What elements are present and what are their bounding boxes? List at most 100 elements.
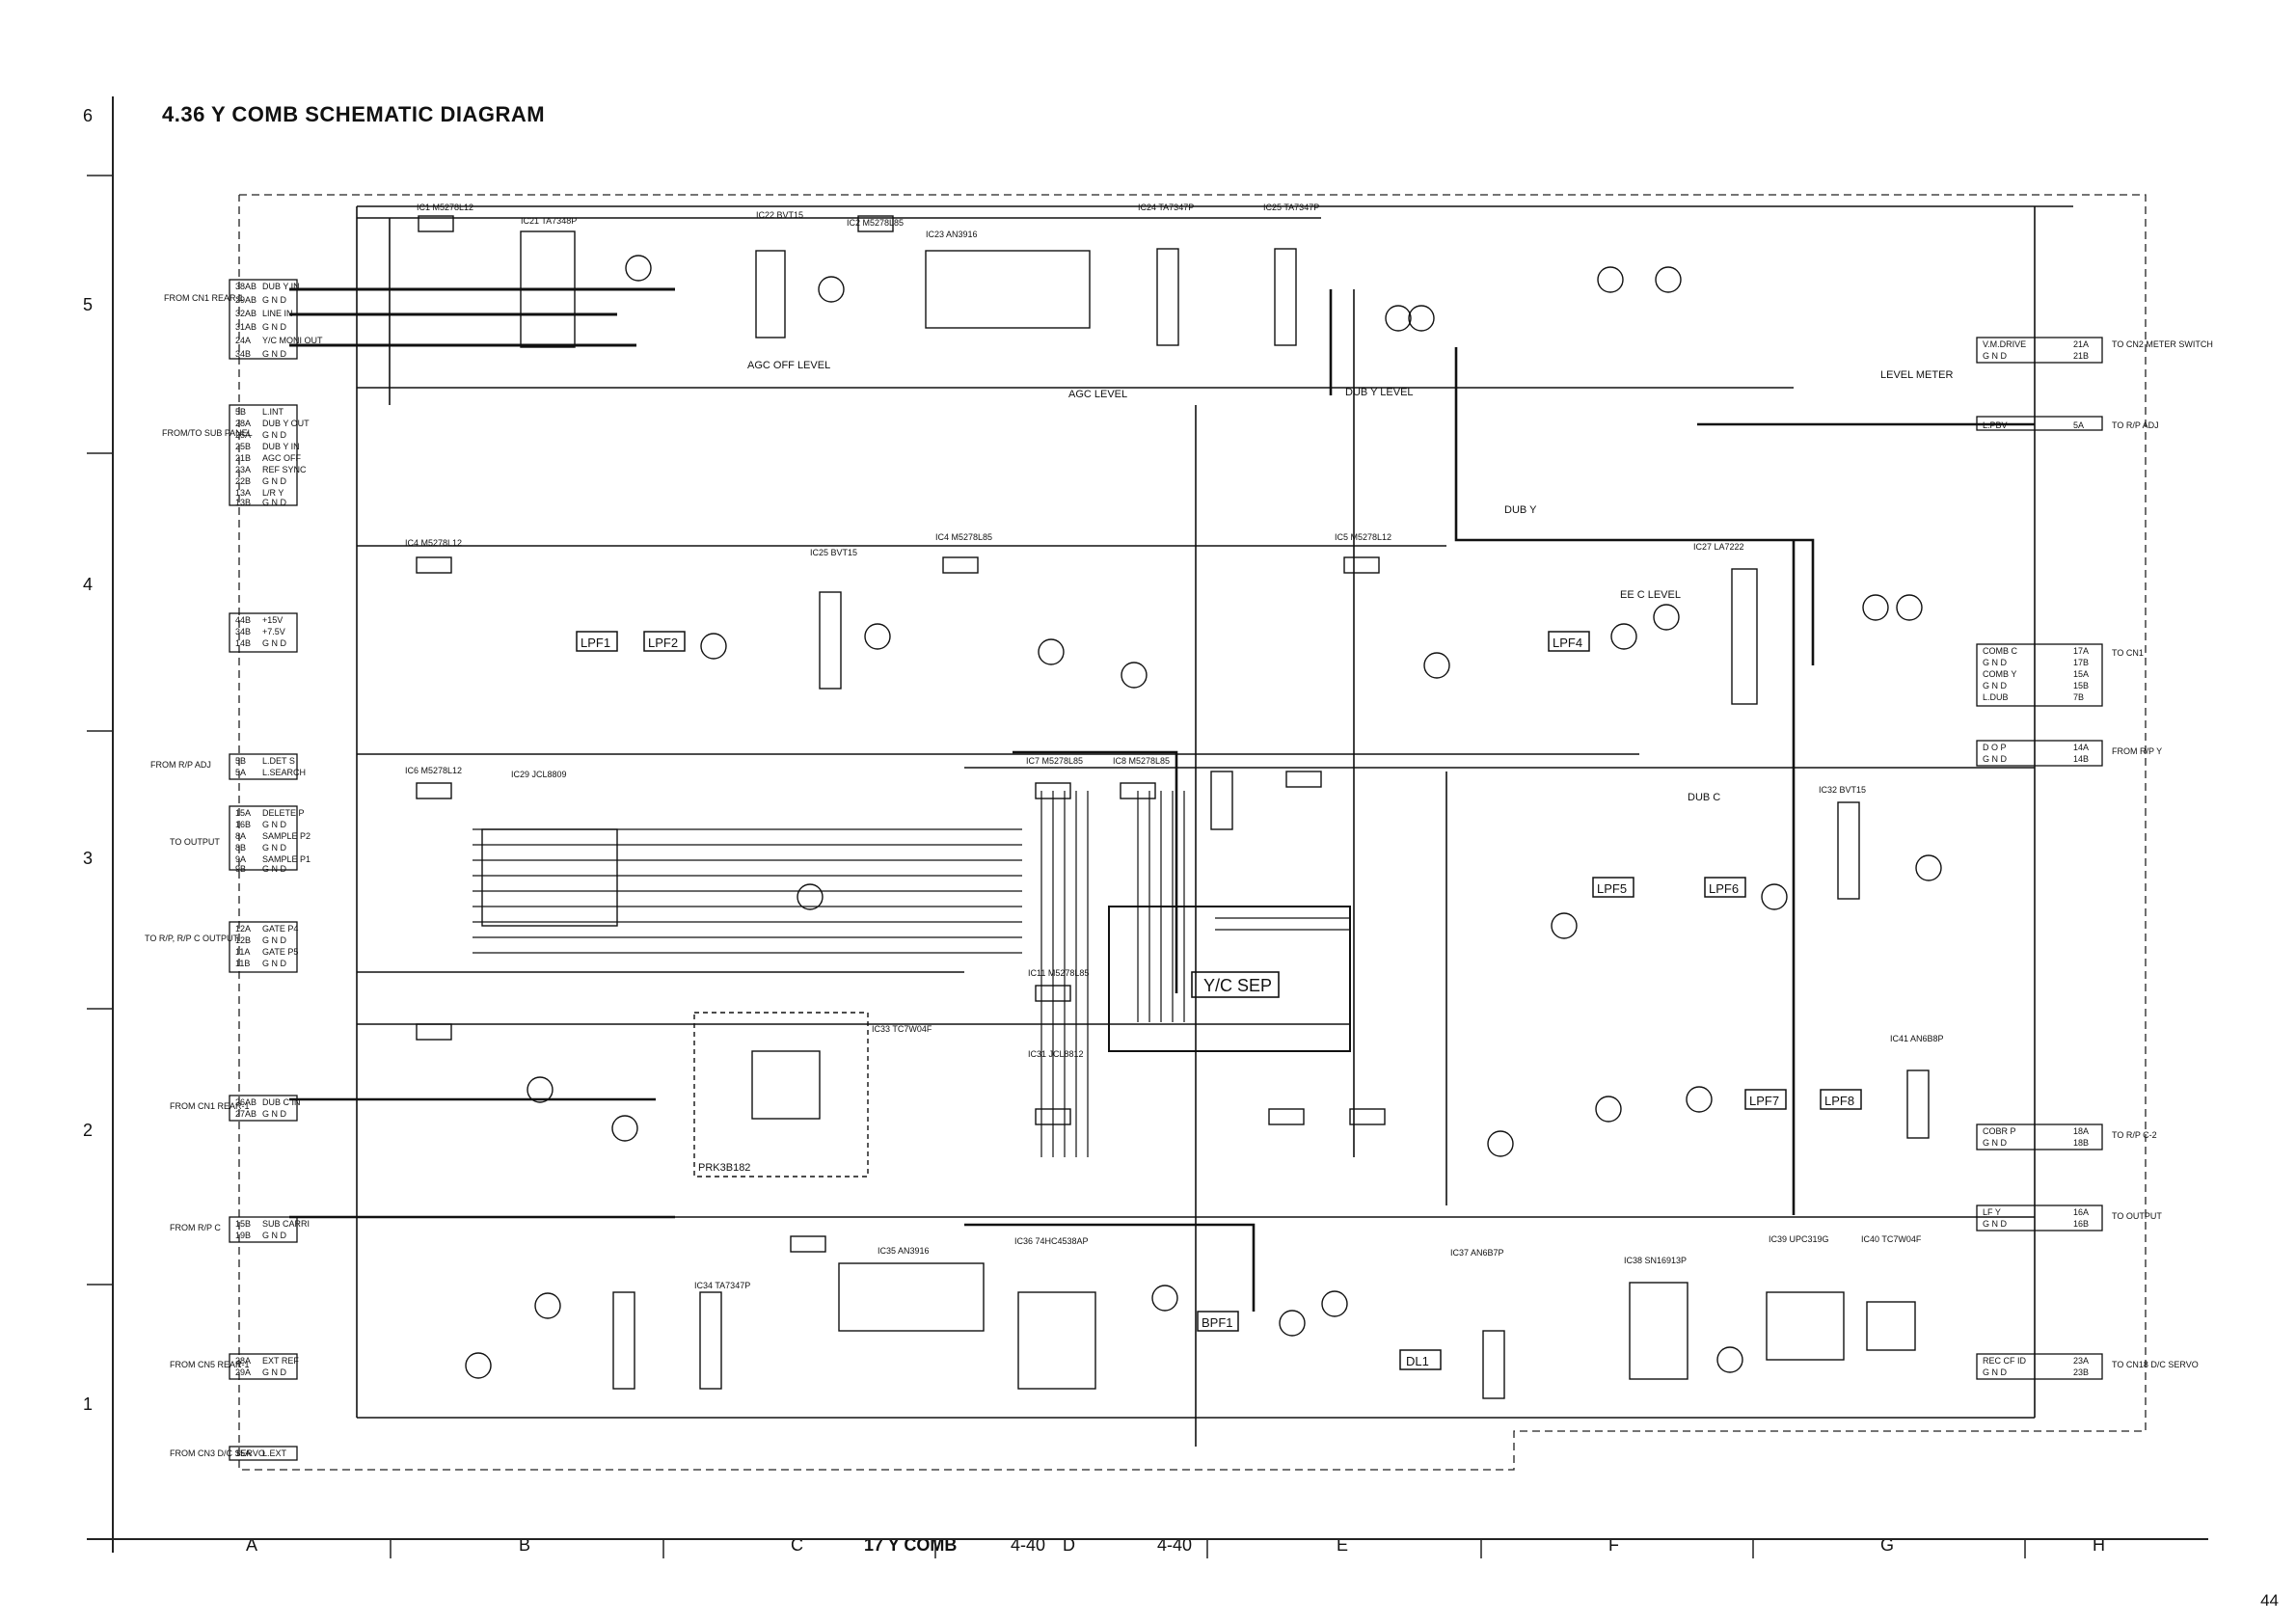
svg-text:IC37 AN6B7P: IC37 AN6B7P [1450,1248,1504,1258]
svg-text:8B: 8B [235,843,246,853]
svg-text:22B: 22B [235,476,251,486]
svg-text:G N D: G N D [1983,1138,2008,1148]
svg-text:IC24 TA7347P: IC24 TA7347P [1138,203,1194,212]
svg-text:FROM R/P Y: FROM R/P Y [2112,746,2162,756]
svg-text:5B: 5B [235,407,246,417]
svg-text:FROM CN5 REAR-1: FROM CN5 REAR-1 [170,1360,250,1369]
svg-text:IC11 M5278L85: IC11 M5278L85 [1028,968,1089,978]
svg-text:13B: 13B [235,498,251,507]
svg-text:IC1 M5278L12: IC1 M5278L12 [417,203,473,212]
svg-text:FROM CN3 D/C SERVO: FROM CN3 D/C SERVO [170,1448,265,1458]
svg-text:25B: 25B [235,442,251,451]
block-label: LPF5 [1597,881,1627,896]
svg-text:AGC OFF: AGC OFF [262,453,302,463]
svg-text:13A: 13A [235,488,251,498]
svg-text:IC36 74HC4538AP: IC36 74HC4538AP [1014,1236,1089,1246]
svg-text:24A: 24A [235,336,251,345]
svg-text:23A: 23A [2073,1356,2089,1366]
svg-text:7B: 7B [2073,692,2084,702]
svg-text:DUB C: DUB C [1688,792,1720,803]
svg-text:IC5 M5278L12: IC5 M5278L12 [1335,532,1391,542]
svg-text:IC31 JCL8812: IC31 JCL8812 [1028,1049,1084,1059]
svg-text:15B: 15B [235,1219,251,1229]
svg-text:L.PBV: L.PBV [1983,420,2008,430]
svg-text:GATE P5: GATE P5 [262,947,298,957]
svg-text:G N D: G N D [262,1109,287,1119]
svg-text:26AB: 26AB [235,1097,257,1107]
svg-text:8A: 8A [235,831,246,841]
svg-text:IC39 UPC319G: IC39 UPC319G [1769,1234,1829,1244]
svg-text:G N D: G N D [1983,1367,2008,1377]
block-label: LPF1 [581,636,610,650]
svg-text:COMB Y: COMB Y [1983,669,2016,679]
page-title: 4.36 Y COMB SCHEMATIC DIAGRAM [162,102,546,126]
svg-text:16B: 16B [2073,1219,2089,1229]
svg-text:12B: 12B [235,935,251,945]
svg-text:16A: 16A [2073,1207,2089,1217]
svg-text:18A: 18A [2073,1126,2089,1136]
svg-text:IC4 M5278L12: IC4 M5278L12 [405,538,462,548]
svg-text:IC25 BVT15: IC25 BVT15 [810,548,857,557]
svg-text:D O P: D O P [1983,743,2007,752]
svg-text:IC35 AN3916: IC35 AN3916 [878,1246,930,1256]
page-number: 44 [2260,1591,2279,1610]
svg-text:REC CF ID: REC CF ID [1983,1356,2027,1366]
svg-text:G N D: G N D [262,820,287,829]
svg-text:IC41 AN6B8P: IC41 AN6B8P [1890,1034,1944,1043]
svg-text:5B: 5B [235,756,246,766]
svg-text:IC23 AN3916: IC23 AN3916 [926,230,978,239]
svg-text:11A: 11A [235,947,250,957]
grid-row-label: 5 [83,295,94,314]
svg-text:G N D: G N D [262,349,287,359]
svg-text:G N D: G N D [262,322,287,332]
svg-text:19B: 19B [235,1231,251,1240]
block-label: LPF7 [1749,1094,1779,1108]
svg-text:DUB Y OUT: DUB Y OUT [262,419,310,428]
svg-text:14B: 14B [235,638,251,648]
block-label: Y/C SEP [1203,976,1272,995]
svg-text:29A: 29A [235,1367,251,1377]
svg-text:17B: 17B [2073,658,2089,667]
svg-text:DUB Y IN: DUB Y IN [262,282,300,291]
svg-text:DELETE P: DELETE P [262,808,305,818]
svg-text:SUB CARRI: SUB CARRI [262,1219,310,1229]
svg-text:IC8 M5278L85: IC8 M5278L85 [1113,756,1170,766]
grid-row-label: 1 [83,1394,94,1414]
svg-text:21A: 21A [2073,339,2089,349]
grid-row-label: 2 [83,1121,94,1140]
svg-text:TO CN18 D/C SERVO: TO CN18 D/C SERVO [2112,1360,2199,1369]
svg-text:G N D: G N D [262,864,287,874]
svg-text:LF Y: LF Y [1983,1207,2001,1217]
yc-sep-ic: Y/C SEP [1108,906,1351,1052]
svg-text:23B: 23B [2073,1367,2089,1377]
svg-text:32AB: 32AB [235,309,257,318]
svg-text:15A: 15A [235,1448,251,1458]
svg-text:L.EXT: L.EXT [262,1448,287,1458]
svg-text:DUB Y IN: DUB Y IN [262,442,300,451]
svg-text:G N D: G N D [262,638,287,648]
svg-text:IC22 BVT15: IC22 BVT15 [756,210,803,220]
svg-text:9A: 9A [235,854,246,864]
block-label: LPF4 [1553,636,1582,650]
svg-text:15B: 15B [2073,681,2089,690]
svg-text:EE C LEVEL: EE C LEVEL [1620,589,1681,601]
svg-text:FROM CN1 REAR-1: FROM CN1 REAR-1 [170,1101,250,1111]
svg-text:12A: 12A [235,924,251,934]
svg-text:L.SEARCH: L.SEARCH [262,768,306,777]
svg-text:+15V: +15V [262,615,283,625]
svg-text:21B: 21B [235,453,251,463]
grid-row-label: 3 [83,849,94,868]
svg-text:G N D: G N D [1983,754,2008,764]
svg-text:TO OUTPUT: TO OUTPUT [2112,1211,2162,1221]
svg-text:IC29 JCL8809: IC29 JCL8809 [511,770,567,779]
svg-text:AGC LEVEL: AGC LEVEL [1068,389,1127,400]
svg-text:TO CN1: TO CN1 [2112,648,2144,658]
svg-text:G N D: G N D [262,498,287,507]
svg-text:G N D: G N D [1983,1219,2008,1229]
svg-text:FROM/TO SUB PANEL: FROM/TO SUB PANEL [162,428,253,438]
svg-text:FROM R/P ADJ: FROM R/P ADJ [150,760,211,770]
svg-text:SAMPLE P1: SAMPLE P1 [262,854,311,864]
block-label: DL1 [1406,1354,1429,1368]
svg-text:G N D: G N D [262,430,287,440]
svg-text:AGC OFF LEVEL: AGC OFF LEVEL [747,360,830,371]
